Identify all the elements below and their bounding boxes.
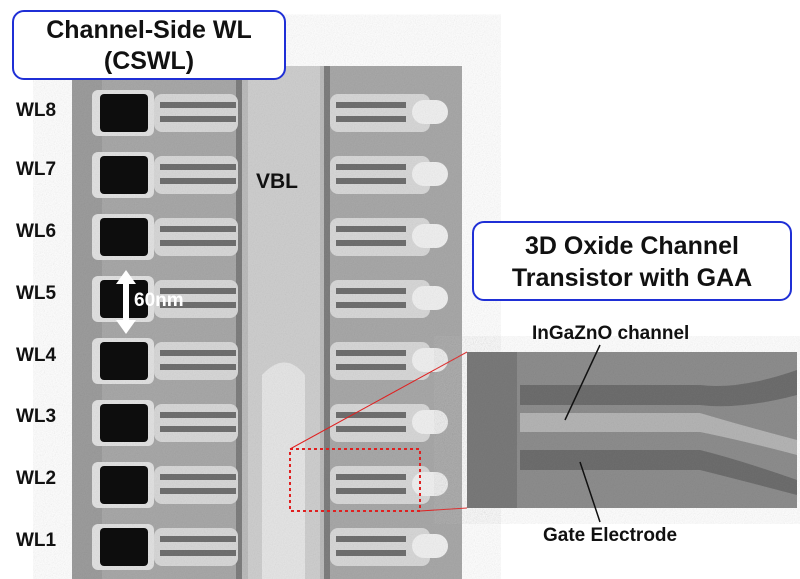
wl-label: WL2 <box>16 468 57 489</box>
vbl-label: VBL <box>256 170 298 193</box>
title-line1: Channel-Side WL <box>46 16 252 44</box>
title-line2: (CSWL) <box>103 47 195 75</box>
wl-label: WL3 <box>16 406 57 427</box>
gaa-transistor-box: 3D Oxide Channel Transistor with GAA <box>472 221 792 301</box>
wl-label: WL1 <box>16 530 57 551</box>
wl-label: WL6 <box>16 221 57 242</box>
scale-label: 60nm <box>134 290 184 311</box>
main-tem-image <box>72 66 462 579</box>
wl-label: WL7 <box>16 159 57 180</box>
scale-arrow-icon <box>116 270 136 334</box>
wl-label: WL5 <box>16 283 57 304</box>
gaa-line1: 3D Oxide Channel <box>525 232 739 260</box>
wl-label: WL4 <box>16 345 57 366</box>
wl-label: WL8 <box>16 100 57 121</box>
inset-channel-label: InGaZnO channel <box>532 323 690 344</box>
gaa-line2: Transistor with GAA <box>511 264 753 292</box>
title-box: Channel-Side WL (CSWL) <box>12 10 286 80</box>
inset-tem-image <box>467 352 797 508</box>
inset-gate-label: Gate Electrode <box>543 525 678 546</box>
